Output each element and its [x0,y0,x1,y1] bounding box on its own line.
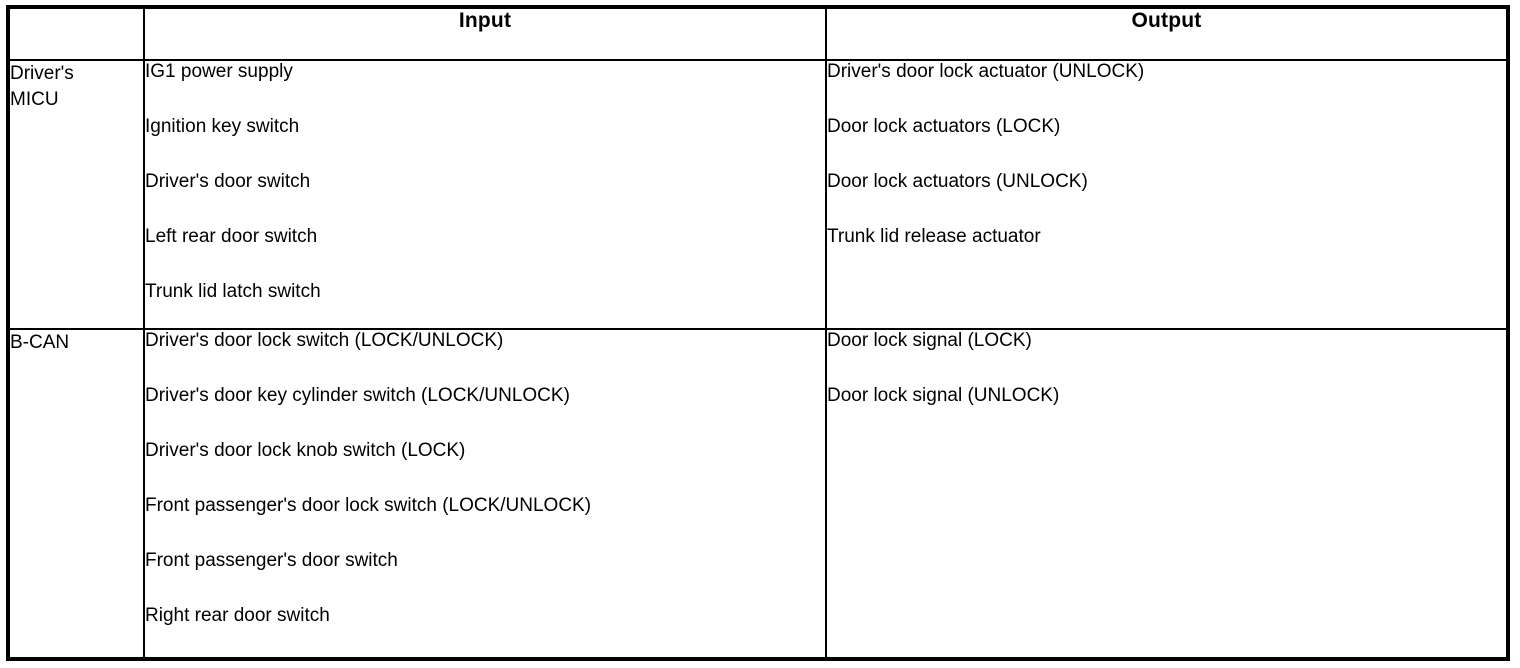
list-item: IG1 power supply [145,61,293,82]
output-list: Driver's door lock actuator (UNLOCK) Doo… [827,61,1506,248]
list-item: Front passenger's door lock switch (LOCK… [145,494,592,516]
header-input: Input [143,6,827,61]
table-row: B-CAN Driver's door lock switch (LOCK/UN… [7,327,1509,661]
system-label-drivers-micu: Driver's MICU [7,59,145,330]
input-list: Driver's door lock switch (LOCK/UNLOCK) … [145,330,825,627]
list-item: Driver's door lock knob switch (LOCK) [145,439,466,461]
list-item: Door lock actuators (UNLOCK) [827,171,1088,192]
list-item: Trunk lid latch switch [145,281,321,302]
table-header: Input Output [8,6,1509,61]
input-cell-b-can: Driver's door lock switch (LOCK/UNLOCK) … [143,327,827,661]
table-row: Driver's MICU IG1 power supply Ignition … [7,59,1509,330]
input-output-table: Input Output Driver's MICU IG1 power sup… [6,5,1510,661]
header-row: Input Output [8,6,1509,61]
output-list: Door lock signal (LOCK) Door lock signal… [827,330,1506,407]
output-cell-b-can: Door lock signal (LOCK) Door lock signal… [825,327,1509,661]
header-system [8,6,145,61]
list-item: Ignition key switch [145,116,300,137]
list-item: Front passenger's door switch [145,549,398,571]
spec-table-container: Input Output Driver's MICU IG1 power sup… [6,5,1510,661]
list-item: Door lock signal (UNLOCK) [827,384,1060,406]
output-cell-drivers-micu: Driver's door lock actuator (UNLOCK) Doo… [825,59,1509,330]
list-item: Right rear door switch [145,604,330,626]
list-item: Driver's door key cylinder switch (LOCK/… [145,384,570,406]
list-item: Left rear door switch [145,226,318,247]
list-item: Driver's door lock switch (LOCK/UNLOCK) [145,329,504,351]
system-label-b-can: B-CAN [7,327,145,661]
header-output: Output [825,6,1509,61]
input-cell-drivers-micu: IG1 power supply Ignition key switch Dri… [143,59,827,330]
list-item: Door lock actuators (LOCK) [827,116,1061,137]
table-body: Driver's MICU IG1 power supply Ignition … [7,59,1509,661]
list-item: Driver's door lock actuator (UNLOCK) [827,61,1145,82]
list-item: Trunk lid release actuator [827,226,1041,247]
list-item: Door lock signal (LOCK) [827,329,1032,351]
list-item: Driver's door switch [145,171,311,192]
input-list: IG1 power supply Ignition key switch Dri… [145,61,825,303]
